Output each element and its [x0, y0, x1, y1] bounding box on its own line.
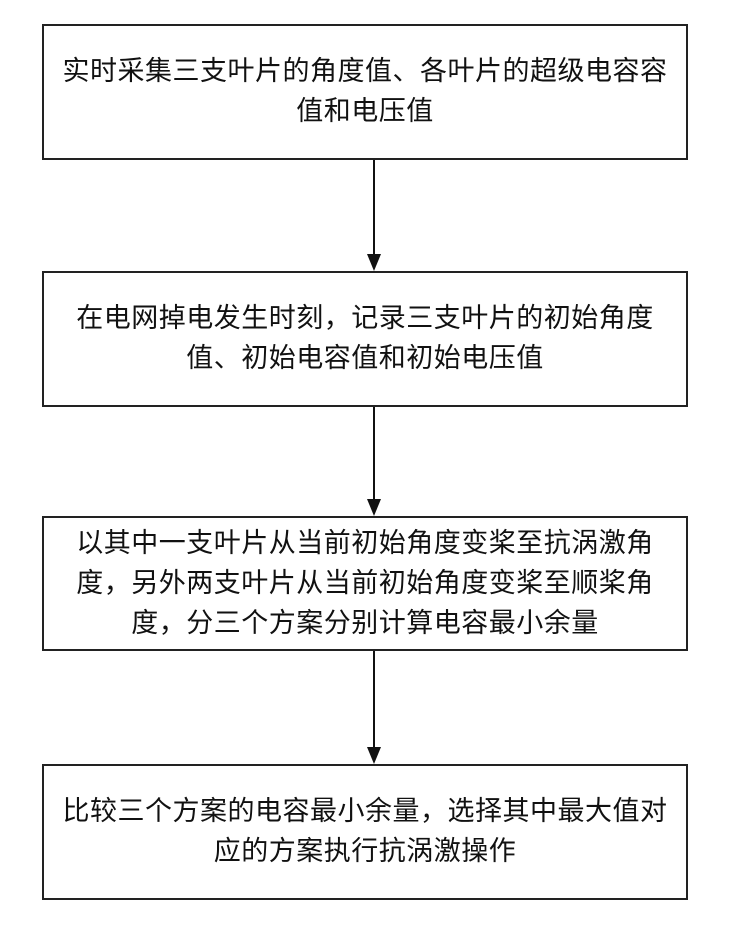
flow-step-1-text: 实时采集三支叶片的角度值、各叶片的超级电容容值和电压值 [50, 52, 680, 132]
flow-step-4-text: 比较三个方案的电容最小余量，选择其中最大值对应的方案执行抗涡激操作 [50, 792, 680, 872]
flow-arrow-1 [366, 160, 382, 271]
flow-step-2-text: 在电网掉电发生时刻，记录三支叶片的初始角度值、初始电容值和初始电压值 [50, 299, 680, 379]
flow-step-3: 以其中一支叶片从当前初始角度变桨至抗涡激角度，另外两支叶片从当前初始角度变桨至顺… [42, 516, 688, 651]
flow-arrow-3 [366, 651, 382, 764]
flow-arrow-2 [366, 407, 382, 516]
flow-step-1: 实时采集三支叶片的角度值、各叶片的超级电容容值和电压值 [42, 24, 688, 160]
flow-step-3-text: 以其中一支叶片从当前初始角度变桨至抗涡激角度，另外两支叶片从当前初始角度变桨至顺… [50, 524, 680, 644]
flow-step-4: 比较三个方案的电容最小余量，选择其中最大值对应的方案执行抗涡激操作 [42, 764, 688, 900]
flow-step-2: 在电网掉电发生时刻，记录三支叶片的初始角度值、初始电容值和初始电压值 [42, 271, 688, 407]
